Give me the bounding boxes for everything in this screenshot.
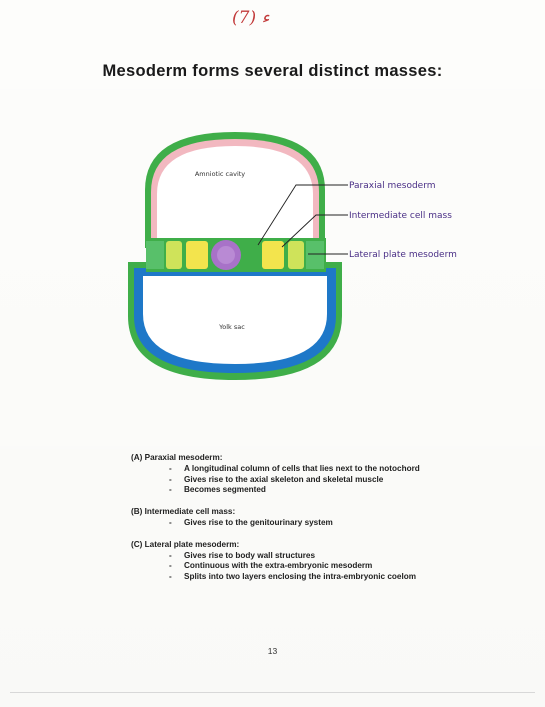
- amniotic-cavity: [157, 146, 313, 238]
- lateral-plate-right: [306, 241, 324, 269]
- yolk-sac-label: Yolk sac: [218, 323, 245, 331]
- list-item: Gives rise to body wall structures: [169, 551, 420, 562]
- paraxial-mesoderm-right: [262, 241, 284, 269]
- intermediate-mass-left: [166, 241, 182, 269]
- list-item: A longitudinal column of cells that lies…: [169, 464, 420, 475]
- paraxial-list: A longitudinal column of cells that lies…: [131, 464, 420, 496]
- intermediate-notes: (B) Intermediate cell mass: Gives rise t…: [131, 507, 420, 529]
- list-item: Splits into two layers enclosing the int…: [169, 572, 420, 583]
- list-item: Gives rise to the axial skeleton and ske…: [169, 475, 420, 486]
- list-item: Becomes segmented: [169, 485, 420, 496]
- list-item: Continuous with the extra-embryonic meso…: [169, 561, 420, 572]
- lateral-notes: (C) Lateral plate mesoderm: Gives rise t…: [131, 540, 420, 583]
- lateral-heading: (C) Lateral plate mesoderm:: [131, 539, 240, 549]
- paraxial-heading: (A) Paraxial mesoderm:: [131, 453, 223, 462]
- notes-section: (A) Paraxial mesoderm: A longitudinal co…: [131, 453, 420, 594]
- intermediate-mass-right: [288, 241, 304, 269]
- list-item: Gives rise to the genitourinary system: [169, 518, 420, 529]
- intermediate-callout-label: Intermediate cell mass: [349, 211, 452, 221]
- notochord-core: [217, 246, 235, 264]
- intermediate-list: Gives rise to the genitourinary system: [131, 518, 420, 529]
- paraxial-callout-label: Paraxial mesoderm: [349, 181, 436, 191]
- paraxial-notes: (A) Paraxial mesoderm: A longitudinal co…: [131, 453, 420, 496]
- paraxial-callout-line: [257, 184, 348, 246]
- amniotic-cavity-label: Amniotic cavity: [195, 170, 245, 178]
- scan-edge-line: [10, 692, 535, 693]
- page-title: Mesoderm forms several distinct masses:: [102, 62, 443, 80]
- intermediate-heading: (B) Intermediate cell mass:: [131, 507, 236, 517]
- intermediate-callout-line: [281, 214, 348, 248]
- yolk-sac-cavity: [143, 276, 327, 364]
- lateral-list: Gives rise to body wall structures Conti…: [131, 551, 420, 583]
- lateral-plate-left: [146, 241, 164, 269]
- lateral-callout-label: Lateral plate mesoderm: [349, 250, 457, 260]
- paraxial-mesoderm-left: [186, 241, 208, 269]
- handwritten-page-mark: (7) ء: [232, 8, 270, 28]
- page-number: 13: [267, 646, 278, 656]
